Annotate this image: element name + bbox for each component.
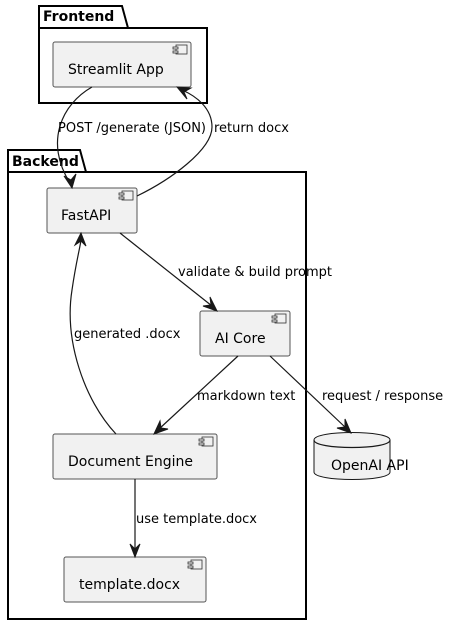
edge-generated-docx-line <box>69 239 117 435</box>
edge-validate-label: validate & build prompt <box>178 265 332 280</box>
template-docx-label: template.docx <box>79 577 180 593</box>
edge-request-response: request / response <box>269 355 443 434</box>
fastapi-box <box>46 187 138 234</box>
edge-use-template: use template.docx <box>129 479 257 559</box>
streamlit-app-label: Streamlit App <box>68 62 164 78</box>
edge-return-docx-label: return docx <box>214 121 289 136</box>
ai-core-box <box>199 310 291 357</box>
backend-package-frame <box>7 171 307 620</box>
edge-return-docx-line <box>136 89 213 197</box>
component-streamlit-app[interactable]: Streamlit App <box>52 41 192 88</box>
component-ai-core[interactable]: AI Core <box>199 310 291 357</box>
backend-package-title: Backend <box>12 154 79 170</box>
streamlit-app-box <box>52 41 192 88</box>
component-fastapi[interactable]: FastAPI <box>46 187 138 234</box>
component-template-docx[interactable]: template.docx <box>63 556 207 603</box>
arrowhead <box>63 173 77 190</box>
arrowhead <box>202 296 219 312</box>
edge-return-docx: return docx <box>136 86 289 197</box>
frontend-package-title: Frontend <box>43 9 114 25</box>
edge-markdown-text-label: markdown text <box>197 389 295 404</box>
database-cylinder-rim <box>313 439 391 449</box>
frontend-package: Frontend <box>38 5 208 104</box>
edge-request-response-line <box>269 355 347 429</box>
frontend-package-frame <box>38 27 208 104</box>
component-icon <box>172 44 188 55</box>
openai-api-label: OpenAI API <box>331 458 409 474</box>
database-openai-api[interactable]: OpenAI API <box>313 432 409 480</box>
edge-post-generate-line <box>56 86 93 184</box>
ai-core-label: AI Core <box>215 331 266 347</box>
fastapi-label: FastAPI <box>61 208 111 224</box>
edge-post-generate-label: POST /generate (JSON) <box>58 121 206 136</box>
component-icon <box>271 313 287 324</box>
arrowhead <box>336 418 352 434</box>
edge-request-response-label: request / response <box>322 389 443 404</box>
edge-validate: validate & build prompt <box>119 232 332 312</box>
arrowhead <box>129 543 141 559</box>
database-cylinder-body <box>313 432 391 480</box>
document-engine-label: Document Engine <box>68 454 193 470</box>
edge-markdown-text: markdown text <box>153 355 295 435</box>
arrowhead <box>73 231 87 247</box>
edge-markdown-text-line <box>158 355 239 430</box>
component-icon <box>198 436 214 447</box>
component-document-engine[interactable]: Document Engine <box>52 433 218 480</box>
edge-validate-line <box>119 232 213 307</box>
component-icon <box>187 559 203 570</box>
edge-generated-docx: generated .docx <box>69 231 181 435</box>
edge-use-template-label: use template.docx <box>136 512 257 527</box>
component-icon <box>118 190 134 201</box>
edge-generated-docx-label: generated .docx <box>74 327 181 342</box>
arrowhead <box>175 86 193 100</box>
edge-post-generate: POST /generate (JSON) <box>56 86 206 190</box>
arrowhead <box>153 419 169 435</box>
